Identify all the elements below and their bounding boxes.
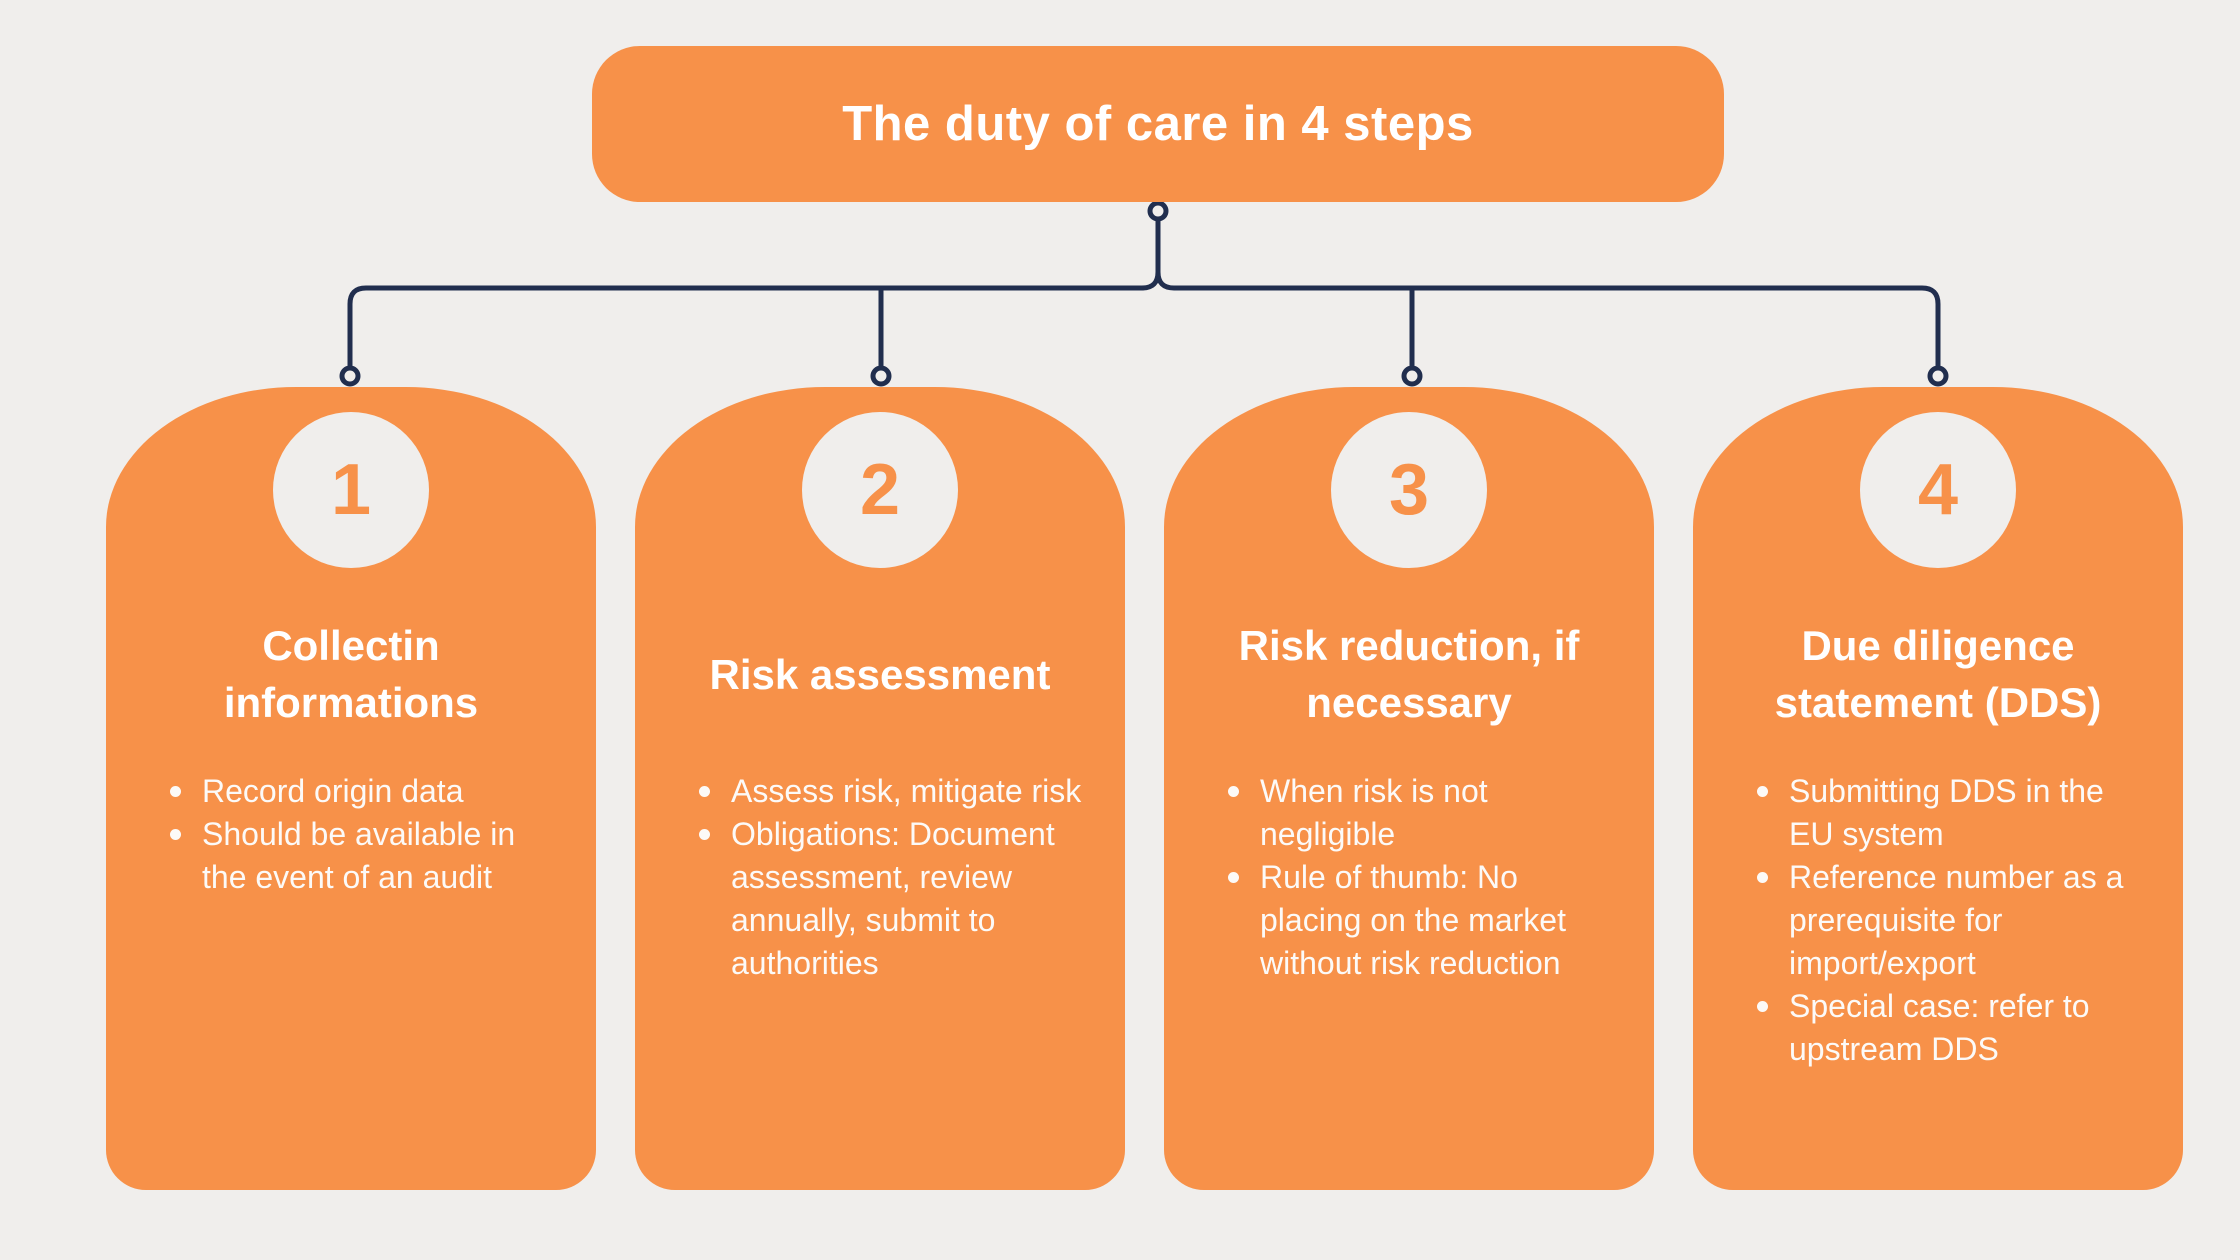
connector-branch-left — [347, 269, 1161, 371]
connector-node-icon — [1927, 365, 1949, 387]
step-number-badge: 2 — [802, 412, 958, 568]
connector-node-icon — [1401, 365, 1423, 387]
step-heading: Risk reduction, if necessary — [1238, 622, 1580, 726]
step-number: 2 — [859, 450, 901, 530]
step-heading: Collectin informations — [223, 622, 479, 726]
step-number: 3 — [1388, 450, 1430, 530]
step-number: 1 — [330, 450, 372, 530]
bullet-item: When risk is not negligible — [1226, 770, 1618, 856]
step-card-2: 2 Risk assessment Assess risk, mitigate … — [635, 387, 1125, 1190]
bullet-item: Rule of thumb: No placing on the market … — [1226, 856, 1618, 985]
bullet-item: Reference number as a prerequisite for i… — [1755, 856, 2147, 985]
bullet-item: Obligations: Document assessment, review… — [697, 813, 1089, 985]
step-number-badge: 4 — [1860, 412, 2016, 568]
connector-node-icon — [870, 365, 892, 387]
step-number: 4 — [1917, 450, 1959, 530]
connector-branch-right — [1155, 269, 1941, 371]
bullet-item: Record origin data — [168, 770, 560, 813]
title-banner: The duty of care in 4 steps — [592, 46, 1724, 202]
bullet-item: Special case: refer to upstream DDS — [1755, 985, 2147, 1071]
step-heading: Due diligence statement (DDS) — [1774, 622, 2102, 726]
connector-node-icon — [339, 365, 361, 387]
bullet-item: Should be available in the event of an a… — [168, 813, 560, 899]
page-title: The duty of care in 4 steps — [842, 97, 1474, 151]
step-heading: Risk assessment — [709, 650, 1051, 698]
bullet-item: Submitting DDS in the EU system — [1755, 770, 2147, 856]
step-card-4: 4 Due diligence statement (DDS) Submitti… — [1693, 387, 2183, 1190]
step-number-badge: 3 — [1331, 412, 1487, 568]
step-number-badge: 1 — [273, 412, 429, 568]
step-card-1: 1 Collectin informations Record origin d… — [106, 387, 596, 1190]
bullet-item: Assess risk, mitigate risk — [697, 770, 1089, 813]
step-card-3: 3 Risk reduction, if necessary When risk… — [1164, 387, 1654, 1190]
